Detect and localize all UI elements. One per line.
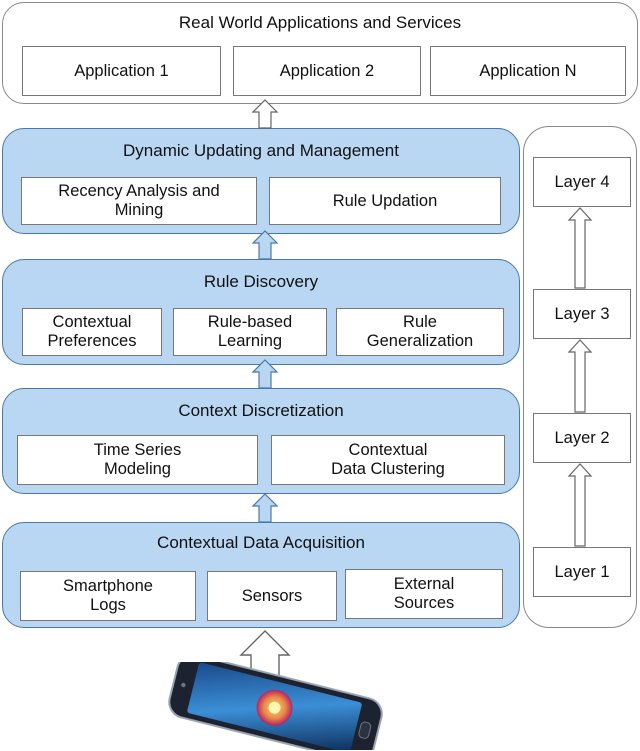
- contextual-data-clustering-box: Contextual Data Clustering: [271, 435, 505, 485]
- layer-4-box: Layer 4: [533, 157, 631, 207]
- layer-1-box: Layer 1: [533, 547, 631, 597]
- rule-generalization-box: Rule Generalization: [336, 308, 504, 356]
- arrow-to-discretization: [251, 493, 279, 523]
- applications-title: Real World Applications and Services: [178, 13, 462, 32]
- time-series-modeling-box: Time Series Modeling: [17, 435, 258, 485]
- dynamic-updating-title: Dynamic Updating and Management: [123, 141, 399, 160]
- context-discretization-panel: Context Discretization Time Series Model…: [2, 388, 520, 494]
- data-acquisition-panel: Contextual Data Acquisition Smartphone L…: [2, 522, 520, 628]
- application-n-box: Application N: [430, 46, 626, 96]
- arrow-to-applications: [251, 99, 279, 129]
- rule-based-learning-box: Rule-based Learning: [173, 308, 327, 356]
- contextual-preferences-box: Contextual Preferences: [22, 308, 162, 356]
- external-sources-box: External Sources: [345, 569, 503, 619]
- arrow-to-rule-discovery: [251, 359, 279, 389]
- smartphone-icon: [168, 662, 383, 750]
- context-discretization-title: Context Discretization: [178, 401, 344, 420]
- rule-updation-box: Rule Updation: [269, 177, 501, 225]
- dynamic-updating-panel: Dynamic Updating and Management Recency …: [2, 128, 520, 234]
- rule-discovery-panel: Rule Discovery Contextual Preferences Ru…: [2, 259, 520, 365]
- application-1-box: Application 1: [22, 46, 221, 96]
- layer-3-box: Layer 3: [533, 289, 631, 339]
- application-2-box: Application 2: [233, 46, 421, 96]
- applications-panel: Real World Applications and Services App…: [2, 2, 638, 104]
- rule-discovery-title: Rule Discovery: [203, 272, 319, 291]
- recency-analysis-box: Recency Analysis and Mining: [21, 177, 257, 225]
- arrow-to-dynamic: [251, 230, 279, 260]
- smartphone-logs-box: Smartphone Logs: [20, 571, 196, 621]
- data-acquisition-title: Contextual Data Acquisition: [157, 533, 365, 552]
- arrow-layer1-to-layer2: [567, 463, 593, 547]
- arrow-layer2-to-layer3: [567, 339, 593, 413]
- arrow-layer3-to-layer4: [567, 207, 593, 289]
- layer-2-box: Layer 2: [533, 413, 631, 463]
- sensors-box: Sensors: [207, 571, 337, 621]
